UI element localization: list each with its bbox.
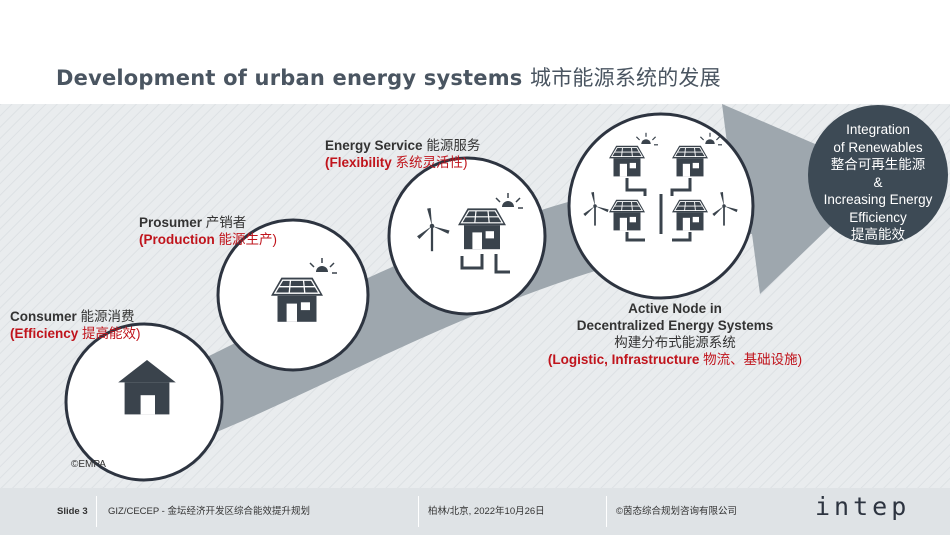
consumer-focus-zh: 提高能效) [82,326,141,341]
consumer-circle [64,322,224,482]
slide-number: Slide 3 [57,506,88,517]
energy-service-focus: (Flexibility [325,155,392,170]
goal-line5: Increasing Energy [823,192,933,207]
active-node-line2: Decentralized Energy Systems [576,318,774,333]
solar-house-icon [608,199,646,231]
slide-title: Development of urban energy systems 城市能源… [56,62,721,92]
footer-copyright: ©茵态综合规划咨询有限公司 [616,506,738,517]
prosumer-en: Prosumer [139,215,203,230]
goal-line6: Efficiency [849,209,907,225]
footer-project: GIZ/CECEP - 金坛经济开发区综合能效提升规划 [108,506,310,517]
development-diagram [0,104,950,488]
prosumer-focus-zh: 能源生产) [218,232,278,247]
pipe-icon [460,254,484,270]
goal-line1: Integration [846,122,910,137]
active-node-circle [567,112,755,300]
active-node-line1: Active Node in [628,301,722,316]
image-credit: ©EMPA [71,459,106,470]
diagram-band: Consumer 能源消费 (Efficiency 提高能效) Prosumer… [0,104,950,488]
prosumer-zh: 产销者 [205,215,247,230]
active-node-focus: (Logistic, Infrastructure [547,352,700,367]
consumer-en: Consumer [10,309,77,324]
goal-line2: of Renewables [833,139,923,155]
energy-service-focus-zh: 系统灵活性) [395,155,468,170]
solar-house-icon [671,199,709,231]
energy-service-circle [387,156,547,316]
logo-text: intep [815,492,911,521]
solar-house-icon [671,145,709,177]
solar-house-icon [457,207,507,250]
title-en: Development of urban energy systems [56,66,523,90]
consumer-focus: (Efficiency [10,326,79,341]
footer-place-date: 柏林/北京, 2022年10月26日 [428,506,545,517]
footer-divider [606,496,607,527]
energy-service-en: Energy Service [325,138,423,153]
prosumer-focus: (Production [139,232,215,247]
active-node-zh: 构建分布式能源系统 [614,335,736,350]
footer-divider [96,496,97,527]
active-node-label: Active Node in Decentralized Energy Syst… [530,300,820,368]
solar-house-icon [608,145,646,177]
energy-service-label: Energy Service 能源服务 (Flexibility 系统灵活性) [325,137,480,171]
consumer-zh: 能源消费 [80,309,135,324]
prosumer-label: Prosumer 产销者 (Production 能源生产) [139,214,277,248]
intep-logo: intep [815,492,910,521]
footer-divider [418,496,419,527]
goal-line3: 整合可再生能源 [830,157,926,172]
goal-circle: Integration of Renewables 整合可再生能源 & Incr… [808,105,948,245]
goal-line7: 提高能效 [851,227,905,242]
active-node-focus-zh: 物流、基础设施) [703,352,803,367]
goal-line4: & [873,174,883,190]
energy-service-zh: 能源服务 [426,138,481,153]
solar-house-icon [270,276,324,323]
prosumer-circle [216,218,370,372]
consumer-label: Consumer 能源消费 (Efficiency 提高能效) [10,308,141,342]
footer: Slide 3 GIZ/CECEP - 金坛经济开发区综合能效提升规划 柏林/北… [0,488,950,535]
title-zh: 城市能源系统的发展 [530,66,721,90]
